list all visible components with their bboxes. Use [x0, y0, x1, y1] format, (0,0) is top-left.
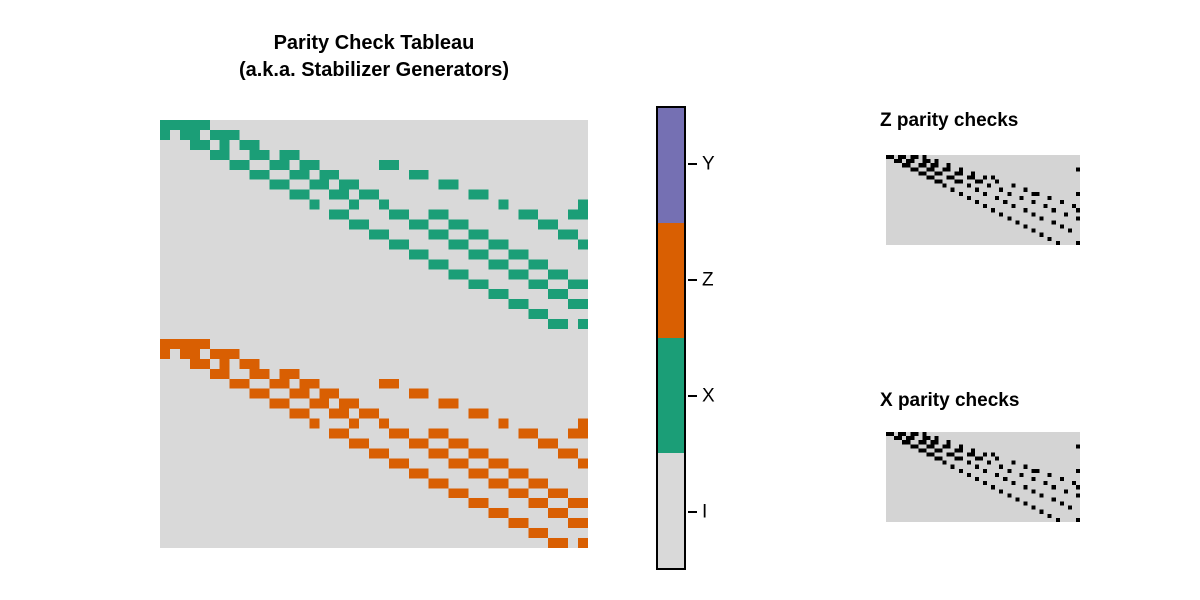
- colorbar-segment-y: [658, 108, 684, 223]
- colorbar-label-y: Y: [702, 153, 715, 175]
- colorbar-segment-x: [658, 338, 684, 453]
- page-title: Parity Check Tableau (a.k.a. Stabilizer …: [238, 32, 510, 81]
- colorbar-tick-z: [688, 279, 697, 281]
- colorbar-tick-y: [688, 163, 697, 165]
- colorbar-tick-x: [688, 395, 697, 397]
- z-parity-checks-title: Z parity checks: [880, 110, 1019, 131]
- colorbar-segment-i: [658, 453, 684, 568]
- pauli-operator-colorbar: [656, 106, 686, 570]
- colorbar-label-z: Z: [702, 269, 714, 291]
- z-parity-checks-matrix: [886, 155, 1080, 245]
- colorbar-segment-z: [658, 223, 684, 338]
- colorbar-tick-i: [688, 511, 697, 513]
- colorbar-label-x: X: [702, 385, 715, 407]
- parity-check-tableau-panel: [160, 120, 588, 548]
- x-parity-checks-matrix: [886, 432, 1080, 522]
- z-parity-checks-panel: [886, 155, 1080, 245]
- x-parity-checks-title: X parity checks: [880, 390, 1020, 411]
- parity-check-tableau-heatmap: [160, 120, 588, 548]
- x-parity-checks-panel: [886, 432, 1080, 522]
- colorbar-label-i: I: [702, 501, 708, 523]
